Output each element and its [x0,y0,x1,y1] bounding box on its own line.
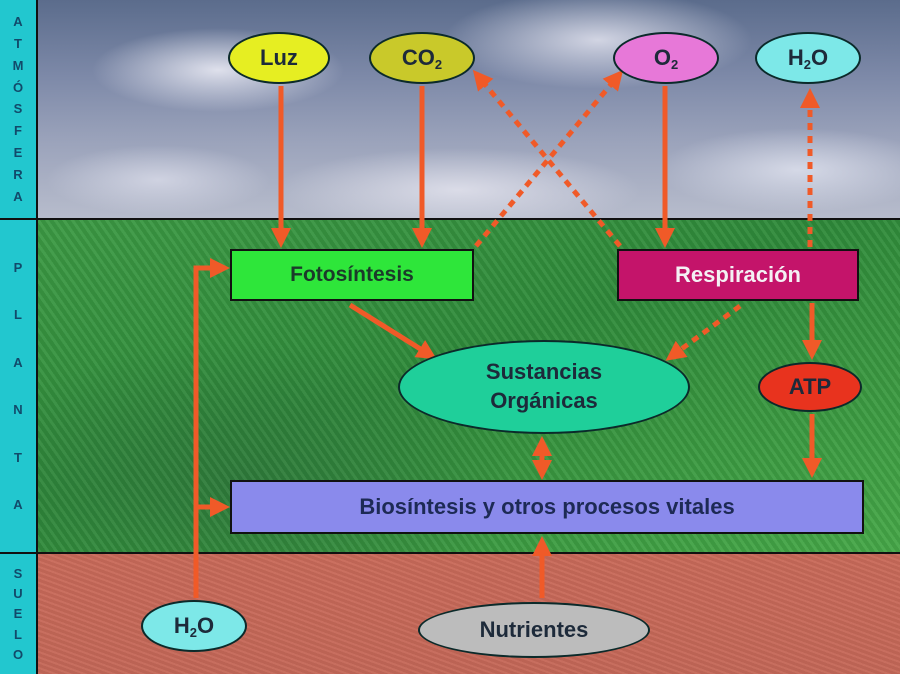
band-letter: T [14,35,22,51]
arrow-fotosintesis-sustancias [348,302,437,360]
respiracion-label: Respiración [675,262,801,287]
o2-node: O2 [613,32,719,84]
arrow-respiracion-sustancias [665,303,742,361]
co2-label: CO2 [401,44,443,72]
band-letter: L [14,626,22,642]
sky-background [38,0,900,218]
band-letter: Ó [12,79,24,95]
band-letter: P [13,259,23,275]
atp-label: ATP [788,374,832,399]
band-letter: A [13,13,23,29]
band-letter: A [13,497,23,513]
plant-label: P L A N T A [0,220,38,552]
band-letter: O [12,646,24,662]
sustancias-label-line1: Sustancias [485,359,603,385]
biosintesis-label: Biosíntesis y otros procesos vitales [359,494,735,519]
luz-node: Luz [228,32,330,84]
arrow-respiracion-co2 [472,69,622,248]
luz-label: Luz [260,45,298,70]
fotosintesis-label: Fotosíntesis [290,263,414,286]
band-letter: U [13,586,23,602]
band-letter: F [14,123,22,139]
arrow-h2o-fotosintesis [193,258,230,598]
nutrientes-node: Nutrientes [418,602,650,658]
band-letter: S [13,101,23,117]
respiracion-box: Respiración [617,249,859,301]
band-letter: L [14,307,22,323]
nutrientes-label: Nutrientes [479,617,589,642]
sustancias-label-line2: Orgánicas [490,388,598,413]
band-letter: A [13,189,23,205]
band-letter: R [13,167,23,183]
band-letter: N [13,402,23,418]
h2o-top-node: H2O [755,32,861,84]
band-letter: A [13,354,23,370]
band-letter: E [13,145,23,161]
band-letter: E [13,606,23,622]
h2o-top-label: H2O [787,44,829,72]
biosintesis-box: Biosíntesis y otros procesos vitales [230,480,864,534]
sustancias-organicas-node: Sustancias Orgánicas [398,340,690,434]
h2o-bottom-node: H2O [141,600,247,652]
fotosintesis-box: Fotosíntesis [230,249,474,301]
atp-node: ATP [758,362,862,412]
arrow-fotosintesis-o2 [474,69,624,248]
co2-node: CO2 [369,32,475,84]
band-letter: T [14,449,22,465]
h2o-bottom-label: H2O [173,612,215,640]
o2-label: O2 [653,44,679,72]
band-letter: S [13,566,23,582]
band-letter: M [12,57,24,73]
